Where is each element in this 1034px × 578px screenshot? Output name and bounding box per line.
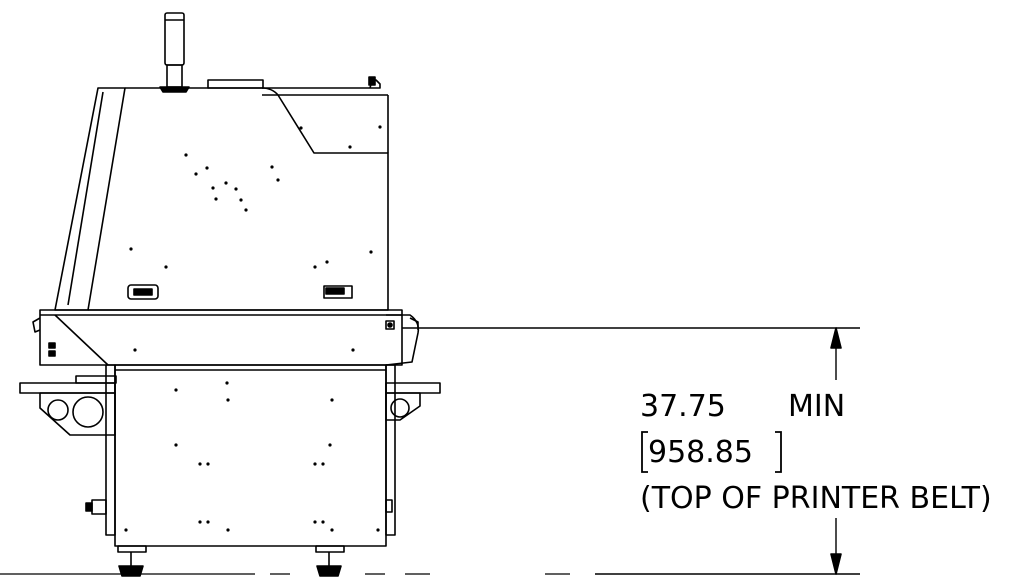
cabinet-dots: [124, 381, 380, 532]
conveyor-frame: [32, 309, 420, 366]
side-rails: [19, 375, 441, 436]
arrow-up: [830, 327, 842, 349]
leveling-feet: [117, 545, 345, 577]
dimension-value: 37.75: [640, 389, 726, 424]
height-dimension: [402, 327, 860, 575]
upper-enclosure: [54, 76, 389, 311]
dimension-qualifier: MIN: [788, 389, 846, 424]
signal-tower: [159, 12, 190, 93]
upper-fastener-dots: [129, 125, 382, 269]
dimension-metric-value: 958.85: [648, 435, 753, 470]
arrow-down: [830, 553, 842, 575]
dimension-note: (TOP OF PRINTER BELT): [640, 481, 992, 516]
metric-bracket: [641, 431, 782, 473]
conveyor-dots: [133, 348, 355, 352]
lower-cabinet: [85, 364, 396, 547]
